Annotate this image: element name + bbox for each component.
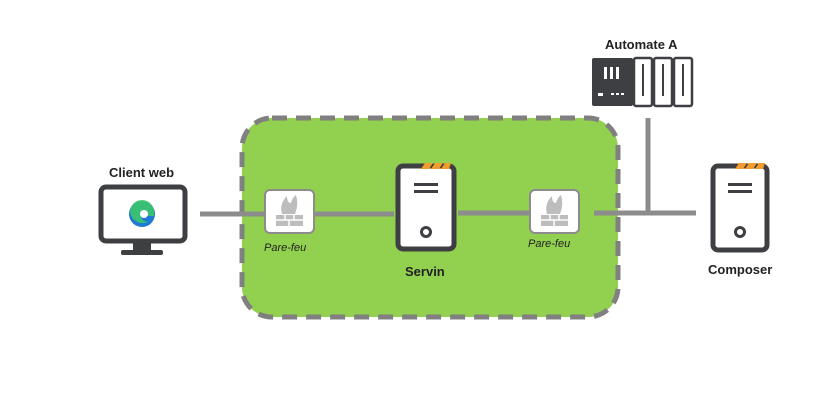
firewall-right-label: Pare-feu <box>528 238 571 250</box>
firewall-icon <box>529 189 580 234</box>
client-web-label: Client web <box>109 165 175 180</box>
servin-label: Servin <box>405 264 445 279</box>
automate-a-label: Automate A <box>605 37 678 52</box>
server-tower-icon <box>395 163 457 252</box>
edge-browser-icon <box>129 200 155 227</box>
plc-rack-icon <box>592 56 694 108</box>
composer-label: Composer <box>708 262 773 277</box>
firewall-icon <box>264 189 315 234</box>
firewall-left-label: Pare-feu <box>264 242 307 254</box>
server-tower-icon <box>710 163 770 253</box>
monitor-with-edge-browser-icon <box>98 184 188 255</box>
connections <box>200 118 696 217</box>
